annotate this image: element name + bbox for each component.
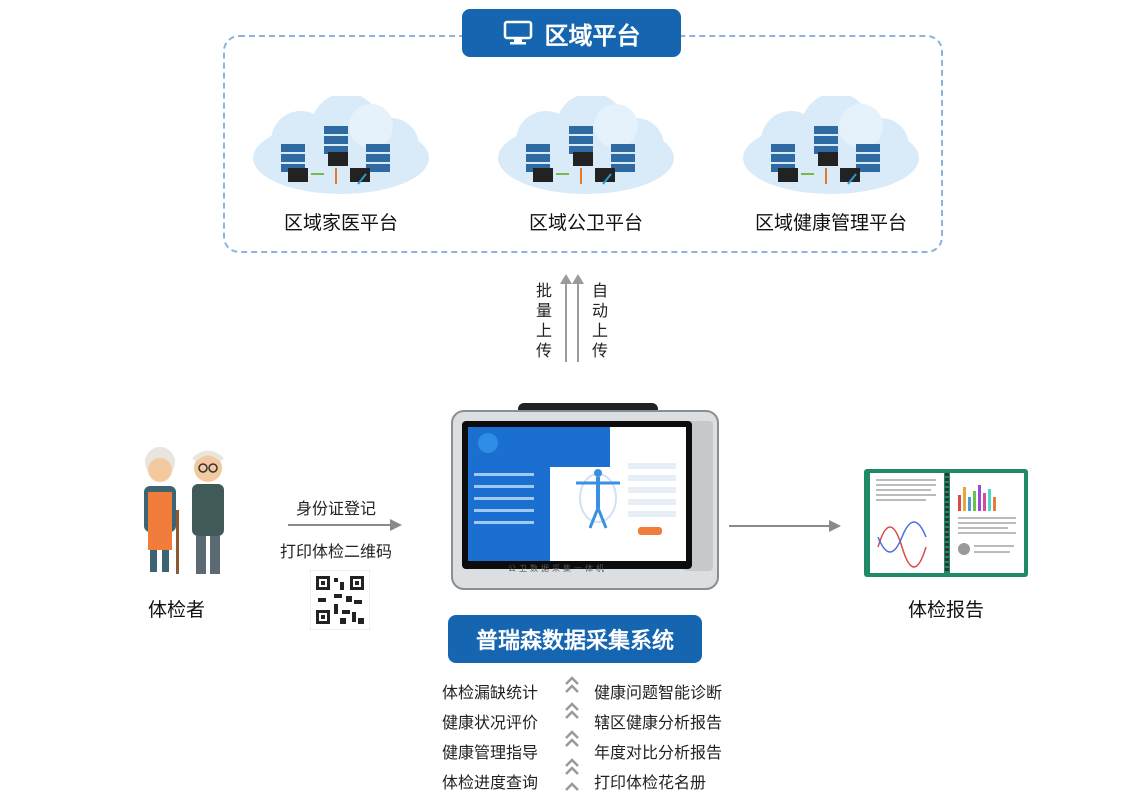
- double-chevron-up-icon: [565, 676, 579, 791]
- auto-upload-text: 自 动 上 传: [591, 281, 608, 360]
- feature-list-left: 体检漏缺统计 健康状况评价 健康管理指导 体检进度查询: [442, 678, 562, 798]
- qr-code-icon: [310, 570, 370, 630]
- platform-label: 区域公卫平台: [528, 212, 643, 234]
- feature-item: 辖区健康分析报告: [594, 713, 723, 732]
- batch-upload-text: 批 量 上 传: [535, 281, 552, 360]
- feature-item: 体检进度查询: [442, 773, 539, 792]
- cloud-server-icon: [743, 93, 919, 194]
- right-arrow-icon: [288, 519, 402, 531]
- feature-item: 健康状况评价: [442, 713, 539, 732]
- elderly-couple-illustration: [144, 447, 224, 574]
- cloud-server-icon: [253, 93, 429, 194]
- feature-list-right: 健康问题智能诊断 辖区健康分析报告 年度对比分析报告 打印体检花名册: [594, 678, 744, 798]
- examinee-label: 体检者: [148, 599, 206, 621]
- platform-label: 区域健康管理平台: [754, 212, 907, 234]
- monitor-icon: [503, 20, 532, 45]
- region-platform-title: 区域平台: [544, 21, 641, 50]
- id-registration-text: 身份证登记: [296, 499, 377, 518]
- upload-arrows: [560, 274, 584, 362]
- report-book-illustration: [864, 469, 1028, 577]
- feature-item: 体检漏缺统计: [442, 683, 539, 702]
- platform-family-doctor: 区域家医平台: [246, 93, 436, 246]
- cloud-server-icon: [498, 93, 674, 194]
- platform-label: 区域家医平台: [283, 212, 398, 234]
- feature-item: 健康问题智能诊断: [594, 683, 723, 702]
- system-title: 普瑞森数据采集系统: [475, 629, 674, 654]
- data-collection-device: 公卫数据采集一体机: [448, 403, 723, 591]
- platform-health-management: 区域健康管理平台: [736, 93, 926, 246]
- device-caption: 公卫数据采集一体机: [508, 564, 607, 573]
- print-qr-text: 打印体检二维码: [280, 542, 393, 561]
- right-arrow-icon: [729, 520, 841, 532]
- region-platform-header: 区域平台: [462, 9, 681, 57]
- feature-item: 打印体检花名册: [594, 773, 707, 792]
- feature-item: 健康管理指导: [442, 743, 539, 762]
- tablet-device-illustration: [451, 403, 719, 590]
- feature-item: 年度对比分析报告: [594, 743, 723, 762]
- platform-public-health: 区域公卫平台: [491, 93, 681, 246]
- system-title-banner: 普瑞森数据采集系统: [448, 615, 702, 663]
- report-label: 体检报告: [908, 599, 985, 621]
